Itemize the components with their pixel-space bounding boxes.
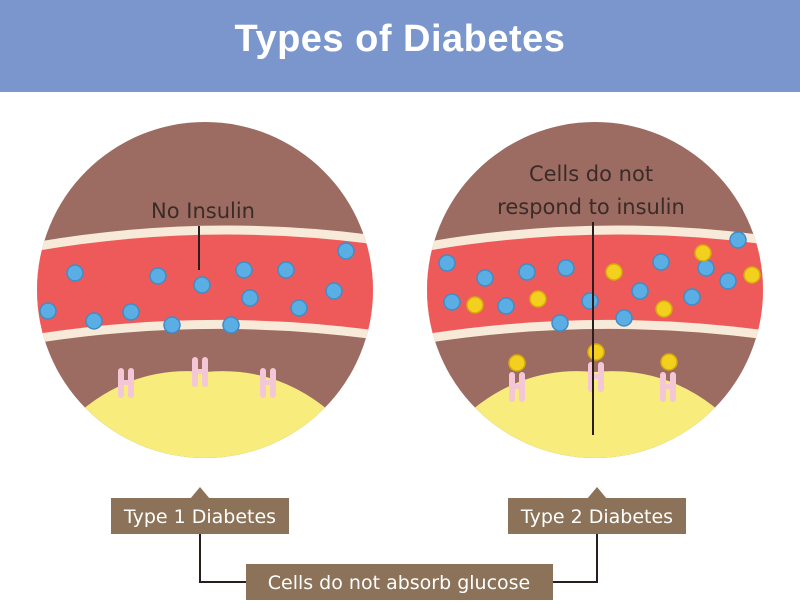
connector-left	[199, 534, 246, 583]
type1-label-box: Type 1 Diabetes	[111, 487, 289, 534]
bottom-label-box: Cells do not absorb glucose	[246, 564, 553, 600]
blood-vessel	[427, 234, 763, 335]
type2-cross-section: Cells do not respond to insulin	[427, 122, 763, 458]
type2-label-box: Type 2 Diabetes	[508, 487, 686, 534]
body-cell	[427, 371, 763, 458]
body-cell	[37, 371, 373, 458]
connector-right	[553, 534, 598, 583]
label-box	[111, 498, 289, 534]
page-title: Types of Diabetes	[234, 18, 566, 60]
annotation-line2: respond to insulin	[497, 195, 685, 219]
absorb-glucose-label: Cells do not absorb glucose	[268, 572, 531, 594]
type1-cross-section: No Insulin	[37, 122, 373, 458]
glucose-molecules	[438, 231, 747, 332]
label-box	[246, 564, 553, 600]
type2-label: Type 2 Diabetes	[520, 506, 673, 528]
type1-label: Type 1 Diabetes	[123, 506, 276, 528]
glucose-molecules	[39, 242, 355, 334]
pointer-triangle	[587, 487, 607, 499]
pointer-triangle	[190, 487, 210, 499]
no-insulin-label: No Insulin	[151, 199, 255, 223]
annotation-line1: Cells do not	[529, 162, 653, 186]
title-banner: Types of Diabetes	[0, 0, 800, 92]
label-box	[508, 498, 686, 534]
